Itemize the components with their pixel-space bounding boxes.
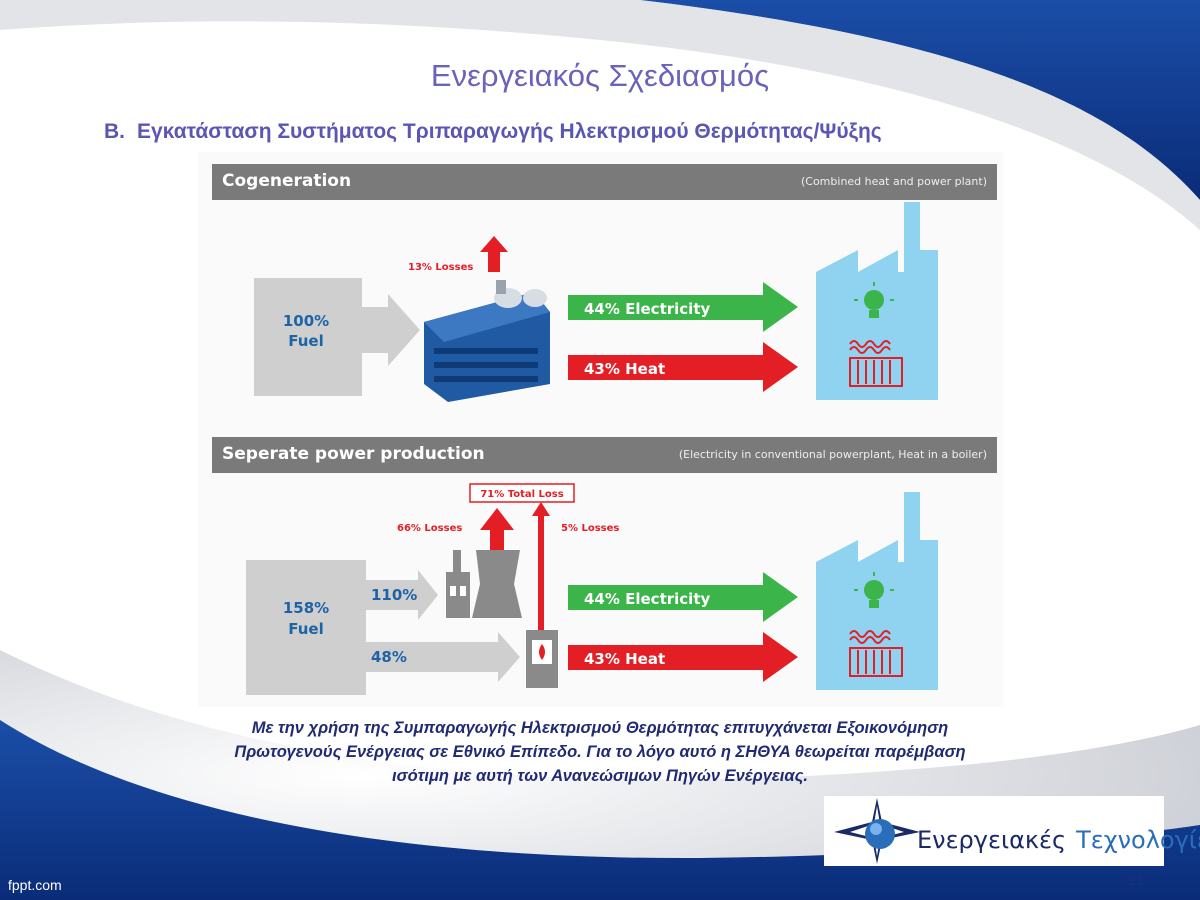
cog-fuel-box bbox=[254, 278, 362, 396]
cog-fuel-pct: 100% bbox=[283, 312, 329, 330]
sep-boiler-losses-arrow bbox=[532, 502, 550, 630]
slide-title: Ενεργειακός Σχεδιασμός bbox=[430, 58, 770, 93]
slide-note: Με την χρήση της Συμπαραγωγής Ηλεκτρισμο… bbox=[150, 716, 1050, 788]
cog-fuel-label: Fuel bbox=[288, 332, 324, 350]
cogeneration-diagram: Cogeneration (Combined heat and power pl… bbox=[198, 152, 1003, 707]
sep-plant-losses-label: 66% Losses bbox=[397, 523, 462, 534]
subtitle-number: B. bbox=[104, 120, 125, 143]
separate-title: Seperate power production bbox=[222, 444, 485, 464]
cogeneration-title: Cogeneration bbox=[222, 171, 352, 191]
cog-heat-arrow bbox=[568, 342, 798, 392]
sep-electricity-label: 44% Electricity bbox=[584, 590, 710, 608]
slide-subtitle: B. Εγκατάσταση Συστήματος Τριπαραγωγής Ηλ… bbox=[104, 120, 882, 144]
sep-fuel-pct: 158% bbox=[283, 599, 329, 617]
boiler-icon bbox=[526, 630, 558, 688]
sep-radiator-icon bbox=[849, 630, 903, 677]
note-line: Με την χρήση της Συμπαραγωγής Ηλεκτρισμο… bbox=[251, 719, 949, 737]
cog-fuel-arrow bbox=[362, 294, 420, 366]
cog-losses-arrow bbox=[480, 236, 508, 272]
sep-lightbulb-icon bbox=[854, 572, 894, 608]
total-loss-label: 71% Total Loss bbox=[480, 489, 563, 500]
sep-heat-arrow bbox=[568, 632, 798, 682]
logo-word-1: Ενεργειακές bbox=[917, 826, 1067, 854]
cog-electricity-label: 44% Electricity bbox=[584, 300, 710, 318]
globe-star-icon bbox=[834, 798, 920, 864]
separate-header-bar: Seperate power production (Electricity i… bbox=[212, 437, 997, 473]
page-number: 21 bbox=[1128, 872, 1145, 889]
diagram-graphics: 100% Fuel 13% Losses 44% Electricity 43%… bbox=[246, 202, 938, 695]
sep-fuel-box bbox=[246, 560, 366, 695]
sep-fuel-label: Fuel bbox=[288, 620, 324, 638]
sep-plant-input-arrow bbox=[366, 570, 438, 620]
sep-plant-input-label: 110% bbox=[371, 586, 417, 604]
sep-boiler-input-arrow bbox=[366, 632, 520, 682]
sep-electricity-arrow bbox=[568, 572, 798, 622]
sep-boiler-losses-label: 5% Losses bbox=[561, 523, 619, 534]
subtitle-text: Εγκατάσταση Συστήματος Τριπαραγωγής Ηλεκ… bbox=[137, 120, 882, 143]
sep-plant-losses-arrow bbox=[480, 508, 514, 550]
cog-losses-label: 13% Losses bbox=[408, 262, 473, 273]
sep-boiler-input-label: 48% bbox=[371, 648, 407, 666]
power-plant-icon bbox=[446, 550, 522, 618]
company-logo: Ενεργειακές Τεχνολογίες bbox=[824, 796, 1200, 866]
note-line: ισότιμη με αυτή των Ανανεώσιμων Πηγών Εν… bbox=[392, 767, 808, 785]
total-loss-box bbox=[469, 483, 575, 503]
top-blue-swoosh bbox=[640, 0, 1200, 200]
footer-brand: fppt.com bbox=[8, 877, 62, 893]
cog-radiator-icon bbox=[849, 340, 903, 387]
sep-heat-label: 43% Heat bbox=[584, 650, 665, 668]
cogeneration-header-bar: Cogeneration (Combined heat and power pl… bbox=[212, 164, 997, 200]
chp-engine-icon bbox=[424, 280, 550, 402]
logo-word-2: Τεχνολογίες bbox=[1076, 826, 1200, 854]
cog-heat-label: 43% Heat bbox=[584, 360, 665, 378]
separate-subtitle: (Electricity in conventional powerplant,… bbox=[678, 448, 987, 461]
note-line: Πρωτογενούς Ενέργειας σε Εθνικό Επίπεδο.… bbox=[234, 743, 966, 761]
logo-text: Ενεργειακές Τεχνολογίες bbox=[917, 826, 1200, 854]
top-grey-swoosh bbox=[0, 0, 1200, 230]
cog-electricity-arrow bbox=[568, 282, 798, 332]
cogeneration-subtitle: (Combined heat and power plant) bbox=[800, 175, 987, 188]
cog-lightbulb-icon bbox=[854, 282, 894, 318]
